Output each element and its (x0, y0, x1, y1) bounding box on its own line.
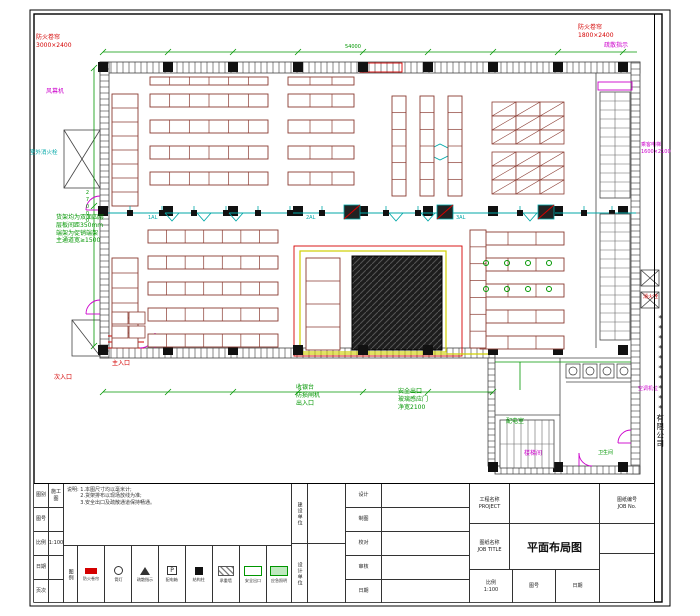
note-lift: 乘客电梯 1600×2100 (641, 142, 671, 155)
circuit-label-3: 3AL (456, 215, 466, 221)
sheet-border (29, 9, 671, 607)
note-hydrant-left: 室外消火栓 (30, 150, 58, 156)
note-firecurtain-topleft: 防火卷帘 3000×2400 (36, 34, 72, 49)
sign-label: 日期 (346, 580, 382, 603)
legend-label: 筒灯 (113, 578, 123, 583)
scale-label: 比例 (485, 580, 496, 587)
lighting-circuit (108, 204, 636, 222)
note-firecurtain-topright: 防火卷帘 1800×2400 (578, 24, 614, 39)
sign-value (382, 580, 470, 603)
date-cell: 日期 (556, 570, 600, 603)
tb-left-value (49, 580, 64, 603)
project-value (510, 484, 600, 524)
sign-label: 审核 (346, 556, 382, 580)
owner-label: 建设单位 (292, 484, 308, 544)
evac-sign-symbol (140, 566, 150, 575)
circuit-label-1: 1AL (148, 215, 158, 221)
sign-label: 制图 (346, 508, 382, 532)
yellow-markings (299, 250, 490, 355)
legend-label: 配电箱 (165, 578, 179, 583)
tb-left-value (49, 556, 64, 580)
exit-symbol (244, 565, 262, 576)
title-block: 图别 施工图 图号 比例 1:100 日期 页次 说明: 1.本图尺寸均以毫米计… (34, 483, 654, 603)
note-ac-unit: 空调机位 (638, 386, 659, 392)
jobno-extra (600, 554, 654, 603)
note-aircurtain: 风幕机 (46, 88, 65, 95)
legend-item: 结构柱 (186, 546, 213, 603)
scale-cell: 比例 1:100 (470, 570, 513, 603)
shelving-units (111, 76, 565, 351)
sign-value (382, 532, 470, 556)
wall-symbol (218, 565, 234, 576)
legend-title: 图例 (64, 546, 78, 603)
legend-label: 安全出口 (244, 578, 262, 584)
legend-item: 承重墙 (213, 546, 240, 603)
note-wc: 卫生间 (598, 450, 614, 456)
circuit-label-2: 2AL (306, 215, 316, 221)
scale-value: 1:100 (483, 586, 499, 593)
misc-fixtures (90, 48, 632, 396)
sign-label: 校对 (346, 532, 382, 556)
note-evac-sign: 疏散指示 (604, 42, 629, 49)
jobno-value (600, 524, 654, 554)
tb-left-value: 施工图 (49, 484, 64, 508)
downlight-symbol (113, 566, 123, 575)
legend-item: P 配电箱 (159, 546, 186, 603)
tb-left-label: 页次 (34, 580, 49, 603)
sign-value (382, 484, 470, 508)
tb-left-label: 图别 (34, 484, 49, 508)
sign-value (382, 556, 470, 580)
legend-item: 筒灯 (105, 546, 132, 603)
note-shelf-specs: 货架均为双面四层 层板间距350mm 端架为促销端架 主通道宽≥1500 (56, 214, 105, 245)
company-column: **********有限公司 (654, 14, 665, 602)
structural-columns (98, 62, 628, 472)
tb-left-label: 日期 (34, 556, 49, 580)
firecurtain-symbol (85, 567, 97, 574)
column-symbol (195, 566, 203, 575)
legend-item: 应急照明 (267, 546, 292, 603)
note-cashier: 收银台 防损闸机 出入口 (296, 384, 321, 407)
tb-left-value: 1:100 (49, 532, 64, 556)
hatched-block (351, 255, 443, 351)
sheet-title: 平面布局图 (510, 524, 600, 570)
note-power-room: 配电室 (506, 418, 525, 425)
design-label: 设计单位 (292, 544, 308, 603)
tb-notes: 说明: 1.本图尺寸均以毫米计; 2.货架排布以现场放线为准; 3.安全出口及疏… (64, 484, 292, 546)
dim-total-top: 54000 (345, 44, 361, 50)
project-label: 工程名称 PROJECT (470, 484, 510, 524)
jobno-label: 图纸编号 JOB No. (600, 484, 654, 524)
tb-left-label: 图号 (34, 508, 49, 532)
note-exit: 安全出口 玻璃感应门 净宽2100 (398, 388, 429, 411)
note-hydrant-right: 消火栓 (643, 294, 659, 300)
notes-label: 说明: (67, 487, 79, 493)
sign-label: 设计 (346, 484, 382, 508)
note-stairwell: 楼梯间 (524, 450, 543, 457)
legend-item: 防火卷帘 (78, 546, 105, 603)
dim-total-left: 27000 (84, 190, 91, 225)
legend-label: 结构柱 (192, 577, 206, 583)
note-side-entrance: 次入口 (54, 374, 73, 381)
tb-left-value (49, 508, 64, 532)
emergency-light-symbol (270, 565, 288, 576)
owner-value (308, 484, 346, 544)
sheet-label: 图纸名称 JOB TITLE (470, 524, 510, 570)
design-value (308, 544, 346, 603)
legend-item: 安全出口 (240, 546, 267, 603)
panel-symbol: P (167, 566, 177, 575)
legend-item: 疏散指示 (132, 546, 159, 603)
note-main-entrance: 主入口 (112, 360, 131, 367)
figno-cell: 图号 (513, 570, 556, 603)
legend-label: 疏散指示 (136, 577, 154, 583)
legend-label: 防火卷帘 (82, 576, 100, 582)
legend-label: 承重墙 (219, 578, 233, 584)
stairs-escalators (499, 91, 631, 469)
tb-left-label: 比例 (34, 532, 49, 556)
sign-value (382, 508, 470, 532)
company-name: **********有限公司 (655, 314, 665, 448)
notes-text: 1.本图尺寸均以毫米计; 2.货架排布以现场放线为准; 3.安全出口及疏散通道保… (80, 487, 156, 506)
legend-label: 应急照明 (270, 578, 288, 584)
